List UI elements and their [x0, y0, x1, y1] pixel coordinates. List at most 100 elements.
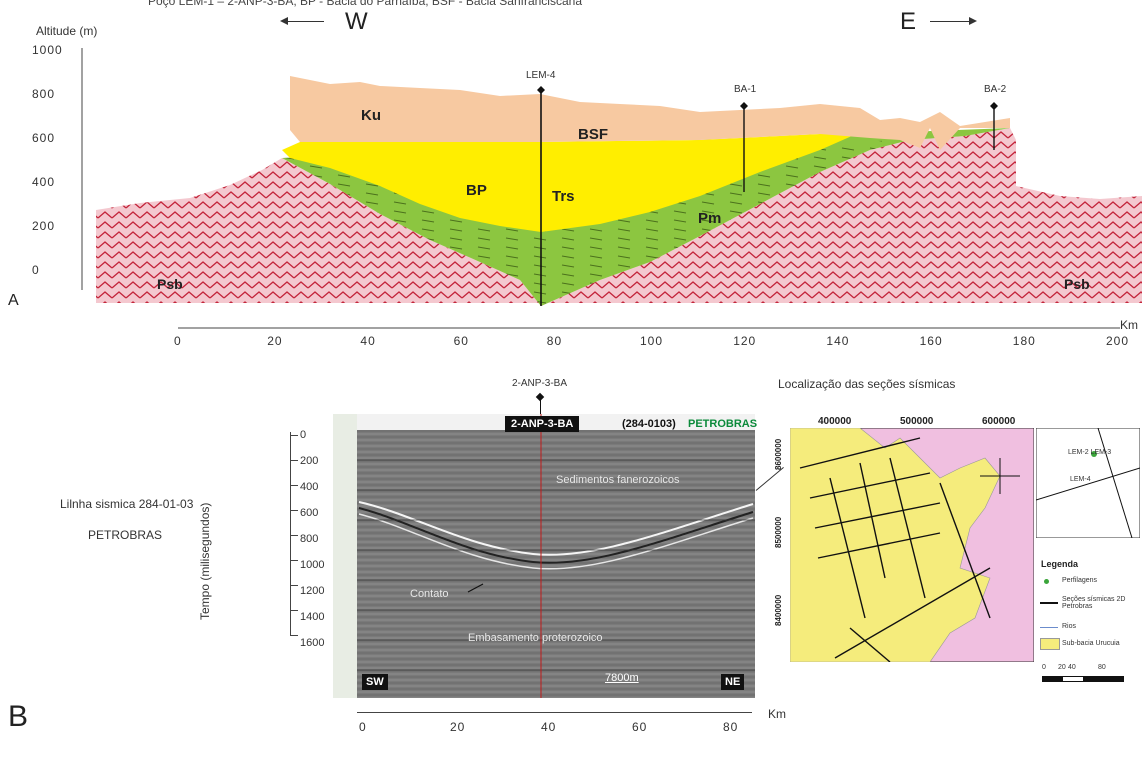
map-title: Localização das seções sísmicas [778, 377, 956, 391]
time-tick: 200 [300, 455, 319, 467]
b-label-basement: Embasamento proterozoico [468, 632, 603, 644]
map-y-tick: 8500000 [774, 516, 783, 548]
b-corner-sw: SW [362, 674, 388, 690]
a-x-tick: 80 [546, 334, 563, 348]
time-tick: 1400 [300, 611, 325, 623]
map-y-tick: 8400000 [774, 594, 783, 626]
b-x-unit: Km [768, 707, 786, 721]
time-tick-mark [290, 560, 298, 561]
a-y-tick: 400 [32, 175, 56, 189]
a-x-tick: 120 [733, 334, 757, 348]
a-y-tick: 0 [32, 263, 40, 277]
legend-title: Legenda [1041, 559, 1079, 569]
a-y-tick: 1000 [32, 43, 63, 57]
b-label-contact: Contato [410, 588, 449, 600]
a-x-tick: 0 [174, 334, 182, 348]
a-x-tick: 140 [826, 334, 850, 348]
b-scale: 7800m [605, 672, 639, 684]
unit-trs-label: Trs [552, 188, 575, 205]
a-y-tick: 200 [32, 219, 56, 233]
west-arrow [284, 21, 324, 22]
map-scale-bar [1042, 676, 1124, 682]
panel-a-label: A [8, 292, 19, 309]
time-tick-mark [290, 585, 298, 586]
well-lem4-label: LEM-4 [526, 70, 556, 81]
legend-dot-icon [1044, 579, 1049, 584]
unit-psb-body [96, 128, 1142, 306]
scale-tick: 0 [1042, 664, 1046, 671]
a-x-tick: 200 [1106, 334, 1130, 348]
a-x-tick: 20 [267, 334, 283, 348]
time-tick: 800 [300, 533, 319, 545]
b-x-tick: 80 [723, 720, 739, 734]
time-tick: 1000 [300, 559, 325, 571]
a-x-tick: 60 [453, 334, 469, 348]
b-x-tick: 0 [359, 720, 367, 734]
inset-label-1: LEM-2 LEM-3 [1068, 449, 1112, 456]
well-ba1-label: BA-1 [734, 84, 757, 95]
inset-label-2: LEM-4 [1070, 476, 1091, 483]
unit-psb-left-label: Psb [157, 276, 183, 292]
b-well-box: 2-ANP-3-BA [505, 416, 580, 432]
time-tick-mark [290, 535, 298, 536]
b-well-top-label: 2-ANP-3-BA [512, 378, 568, 389]
a-y-tick: 800 [32, 87, 56, 101]
unit-bsf-label: BSF [578, 126, 608, 143]
seismic-line [333, 414, 755, 698]
b-company: PETROBRAS [688, 418, 758, 430]
unit-psb-right-label: Psb [1064, 276, 1090, 292]
seismic-caption-line2: PETROBRAS [88, 528, 163, 542]
b-well-marker [535, 392, 545, 402]
time-tick: 0 [300, 429, 307, 441]
panel-b-label: B [8, 700, 29, 733]
a-y-tick: 600 [32, 131, 56, 145]
time-tick: 1600 [300, 637, 325, 649]
legend-item-1: Perfilagens [1062, 577, 1098, 584]
map-x-tick: 400000 [818, 416, 852, 427]
b-x-axis [357, 712, 752, 713]
legend-river-icon [1040, 627, 1058, 628]
legend-item-3: Rios [1062, 623, 1077, 630]
scale-tick: 40 [1068, 664, 1076, 671]
map-leader-line [755, 466, 784, 491]
time-tick: 1200 [300, 585, 325, 597]
a-y-axis-title: Altitude (m) [36, 24, 98, 38]
map-x-tick: 600000 [982, 416, 1016, 427]
time-tick-mark [290, 510, 298, 511]
unit-pm-label: Pm [698, 210, 722, 227]
b-y-axis-title: Tempo (milisegundos) [198, 502, 212, 620]
west-label: W [345, 8, 368, 35]
time-axis [290, 432, 291, 635]
legend-item-4: Sub-bacia Urucuia [1062, 640, 1120, 647]
time-tick-mark [290, 635, 298, 636]
inset-map [1036, 428, 1140, 538]
scale-tick: 80 [1098, 664, 1106, 671]
map-x-tick: 500000 [900, 416, 934, 427]
b-x-tick: 40 [541, 720, 557, 734]
top-caption: Poço LEM-1 – 2-ANP-3-BA, BP - Bacia do P… [148, 0, 582, 8]
unit-ku-label: Ku [361, 107, 381, 124]
b-x-tick: 20 [450, 720, 466, 734]
time-tick-mark [290, 460, 298, 461]
unit-bp-body [282, 128, 870, 232]
b-corner-ne: NE [721, 674, 745, 690]
cross-section-a [81, 48, 1142, 329]
well-ba2-label: BA-2 [984, 84, 1007, 95]
b-well-stem [540, 398, 541, 414]
b-x-tick: 60 [632, 720, 648, 734]
a-x-tick: 40 [360, 334, 376, 348]
east-arrow [930, 21, 970, 22]
a-x-unit: Km [1120, 318, 1138, 332]
time-tick-mark [290, 435, 298, 436]
legend-line-icon [1040, 602, 1058, 604]
east-arrow-icon [969, 17, 977, 25]
west-arrow-icon [280, 17, 288, 25]
a-x-tick: 180 [1012, 334, 1036, 348]
legend-item-2: Seções sísmicas 2D Petrobras [1062, 596, 1126, 610]
time-tick-mark [290, 610, 298, 611]
time-tick-mark [290, 485, 298, 486]
a-x-tick: 160 [919, 334, 943, 348]
scale-tick: 20 [1058, 664, 1066, 671]
b-line-code: (284-0103) [622, 418, 676, 430]
seismic-caption-line1: Lilnha sismica 284-01-03 [60, 497, 194, 511]
